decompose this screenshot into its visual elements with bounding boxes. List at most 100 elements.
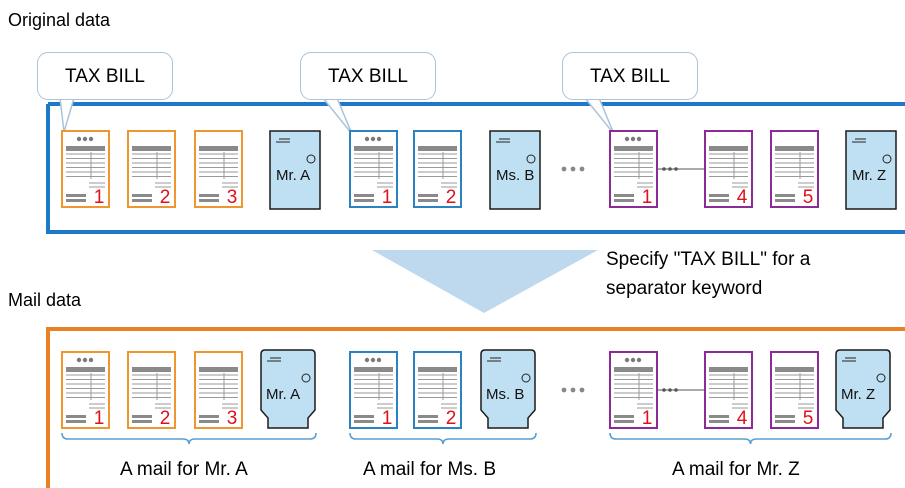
- ellipsis-dot: [674, 388, 678, 392]
- footer-bar: [775, 199, 795, 202]
- brace-mr-z: [609, 432, 892, 445]
- footer-bar: [775, 415, 795, 418]
- invoice-border: [349, 130, 398, 208]
- tax-bill-bubble-1: TAX BILL: [37, 52, 173, 100]
- page-number: 3: [227, 187, 238, 208]
- footer-bar: [709, 194, 729, 197]
- bubble-tail-1: [59, 97, 75, 133]
- table-header: [775, 367, 814, 372]
- orig-invoice-z4: 4: [704, 130, 753, 208]
- header-dot: [88, 136, 94, 142]
- header-dot: [630, 357, 636, 363]
- tax-bill-bubble-3: TAX BILL: [562, 52, 698, 100]
- table-header: [66, 367, 105, 372]
- mail-invoice-z5: 5: [770, 351, 819, 429]
- header-dot: [82, 357, 88, 363]
- table-header: [132, 146, 171, 151]
- mail-envelope-ms-b: Ms. B: [480, 349, 536, 429]
- table-header: [614, 146, 653, 151]
- mail-invoice-z1: 1: [609, 351, 658, 429]
- bubble-tail-3: [584, 97, 615, 135]
- page-number: 1: [382, 187, 393, 208]
- recipient-name: Mr. A: [276, 167, 310, 184]
- envelope-shape: [269, 130, 321, 210]
- footer-bar: [354, 199, 374, 202]
- mail-invoice-a3: 3: [194, 351, 243, 429]
- separator-instruction-line-1: Specify "TAX BILL" for a: [606, 249, 811, 270]
- page-number: 2: [160, 187, 171, 208]
- mail-caption-ms-b: A mail for Ms. B: [363, 459, 497, 480]
- envelope-shape: [489, 130, 541, 210]
- orig-invoice-b2: 2: [413, 130, 462, 208]
- header-dot: [376, 136, 382, 142]
- mail-envelope-mr-z: Mr. Z: [835, 349, 891, 429]
- ellipsis-dot: [662, 388, 666, 392]
- bubble-tail-2: [322, 97, 353, 135]
- footer-bar: [132, 415, 152, 418]
- header-dot: [82, 136, 88, 142]
- footer-bar: [132, 194, 152, 197]
- table-header: [132, 367, 171, 372]
- down-arrow: [372, 250, 598, 313]
- invoice-border: [61, 351, 110, 429]
- table-header: [418, 367, 457, 372]
- footer-bar: [199, 415, 219, 418]
- mail-ellipsis-1: [561, 387, 585, 393]
- footer-bar: [132, 199, 152, 202]
- footer-bar: [418, 194, 438, 197]
- invoice-border: [127, 130, 176, 208]
- mail-ellipsis-2: [658, 388, 704, 392]
- table-header: [199, 367, 238, 372]
- ellipsis-dot: [561, 166, 567, 172]
- invoice-border: [61, 130, 110, 208]
- envelope-shape: [260, 349, 316, 429]
- ellipsis-dot: [668, 167, 672, 171]
- invoice-border: [413, 130, 462, 208]
- page-number: 3: [227, 408, 238, 429]
- brace-ms-b: [349, 432, 537, 445]
- invoice-border: [194, 130, 243, 208]
- footer-bar: [354, 194, 374, 197]
- page-number: 4: [737, 187, 748, 208]
- ellipsis-dot: [561, 387, 567, 393]
- table-header: [354, 146, 393, 151]
- table-header: [775, 146, 814, 151]
- footer-bar: [418, 420, 438, 423]
- footer-bar: [66, 194, 86, 197]
- header-dot: [624, 357, 630, 363]
- page-number: 1: [94, 408, 105, 429]
- header-dot: [624, 136, 630, 142]
- ellipsis-dot: [579, 387, 585, 393]
- invoice-border: [194, 351, 243, 429]
- orig-invoice-z1: 1: [609, 130, 658, 208]
- tax-bill-bubble-2: TAX BILL: [300, 52, 436, 100]
- page-number: 1: [382, 408, 393, 429]
- table-header: [614, 367, 653, 372]
- recipient-name: Mr. Z: [841, 386, 875, 403]
- footer-bar: [775, 420, 795, 423]
- header-dot: [88, 357, 94, 363]
- page-number: 5: [803, 187, 814, 208]
- page-number: 1: [94, 187, 105, 208]
- orig-ellipsis-1: [561, 166, 585, 172]
- footer-bar: [614, 420, 634, 423]
- invoice-border: [413, 351, 462, 429]
- stamp-circle: [882, 154, 892, 164]
- original-data-title: Original data: [8, 10, 111, 30]
- ellipsis-dot: [579, 166, 585, 172]
- header-dot: [636, 357, 642, 363]
- ellipsis-dot: [662, 167, 666, 171]
- table-header: [709, 146, 748, 151]
- footer-bar: [418, 415, 438, 418]
- invoice-border: [349, 351, 398, 429]
- orig-envelope-ms-b: Ms. B: [489, 130, 541, 210]
- footer-bar: [66, 199, 86, 202]
- recipient-name: Ms. B: [496, 167, 534, 184]
- original-frame-edge: [46, 104, 905, 234]
- orig-ellipsis-2: [658, 167, 704, 171]
- orig-invoice-a2: 2: [127, 130, 176, 208]
- footer-bar: [614, 194, 634, 197]
- table-header: [199, 146, 238, 151]
- footer-bar: [66, 415, 86, 418]
- invoice-border: [704, 351, 753, 429]
